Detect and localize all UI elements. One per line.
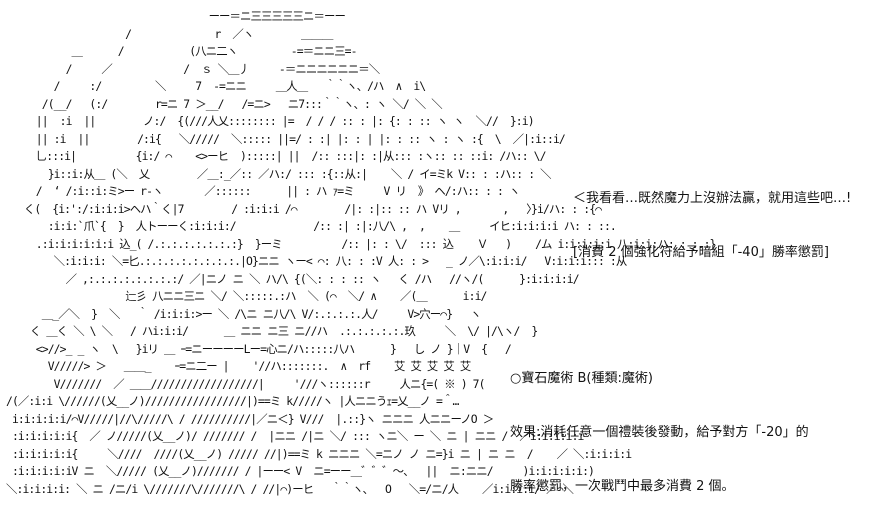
ascii-art-line: V/////> ＞ ＿＿_ ｰ=ニ二ー | '//ハ:::::::. ∧ rf … <box>6 359 472 373</box>
ascii-art-line: く( {i:':/:i:i:i>ヘハ｀く|7 / :i:i:i /⌒ /|: :… <box>6 201 602 216</box>
skill-effect-line: 勝率懲罰，一次戰鬥中最多消費 2 個。 <box>510 479 735 494</box>
ascii-art-line: .:i:i:i:i:i:i 込_( /.:.:.:.:.:.:.:} }ーミ /… <box>6 236 717 251</box>
image-canvas: ーー＝ニ三三三三三ニ＝ーー / r ／ヽ ＿＿＿ ＿ / (八ニ二ヽ -=＝ニニ… <box>6 9 852 496</box>
ascii-art-line: }i::i:从＿ (＼ 乂 ／＿:_／:: ／ハ:/ ::: :{::从:| ＼… <box>6 166 552 181</box>
ascii-art-line: || :i || ノ:/ {(///人乂:::::::: |= / / / ::… <box>6 114 535 128</box>
dialogue-line: ＜我看看…既然魔力上沒辦法贏，就用這些吧…! <box>573 191 852 206</box>
ascii-art-line: V/////// ／ ＿＿//////////////////| '///ヽ::… <box>6 376 486 391</box>
ascii-art-line: / ‘ /:i::i:ミ>ー r-ヽ ／:::::: || : ハ ｧ=ミ V … <box>6 184 521 198</box>
ascii-art-line: 辷彡 八ニニ三ニ ＼/ ＼:::::.:ハ ＼ (⌒ ＼/ ∧ ／(＿ i:i/ <box>6 289 487 303</box>
ascii-art-line: :i:i:i:i:i{ ／ ノ/////(乂__ノ)/ /////// / |ニ… <box>6 429 584 443</box>
dialogue-text: ＜我看看…既然魔力上沒辦法贏，就用這些吧…! [消費 2 個強化符給予暗組「-4… <box>573 154 851 298</box>
ascii-art-line: / r ／ヽ ＿＿＿ <box>6 26 333 41</box>
ascii-art-line: / :/ ＼ 7 -=ニニ ＿人＿ ｀｀ヽ、/ハ ∧ i\ <box>6 79 426 93</box>
ascii-art-line: ＼:i:i:i: ＼=匕.:.:.:.:.:.:.:.:.|O}ニニ ヽー< ⌒… <box>6 254 628 268</box>
ascii-art-line: /(／:i:i \//////(乂__ノ)/////////////////|)… <box>6 394 459 408</box>
ascii-art-line: /(__/ (:/ r=ニ 7 ＞__/ /=ニ> ニ7:::｀｀ヽ、: ヽ ＼… <box>6 96 443 111</box>
penalty-note: [消費 2 個強化符給予暗組「-40」勝率懲罰] <box>573 245 829 260</box>
ascii-art-line: <>//>_ _ ヽ \ }iリ ＿ ｰ=ニーーーーLー=心ニ/ハ:::::八ハ… <box>6 341 512 356</box>
ascii-art-line: :i:i:`爪`{ } 人トーーく:i:i:i:/ /:: :| :|:八/\ … <box>6 219 617 233</box>
ascii-art-line: ＿_／＼ } ＼ ｀ /i:i:i:>ー ＼ /\ニ ニ八/\ V/:.:.:.… <box>6 306 482 321</box>
ascii-art-line: ＼:i:i:i:i: ＼ ニ /ニ/i \///////\///////\ / … <box>6 481 574 496</box>
skill-card: ○寶石魔術 B(種類:魔術) 效果:消耗任意一個禮裝後發動，給予對方「-20」的… <box>510 334 809 532</box>
ascii-art-line: || :i || /:i{ ＼///// ＼::::: ||=/ : :| |:… <box>6 131 566 146</box>
skill-effect-line: 效果:消耗任意一個禮裝後發動，給予對方「-20」的 <box>510 425 809 440</box>
ascii-art-line: / ／ / ｓ ＼＿丿 -＝ニニニニニニ＝＼ <box>6 61 381 76</box>
ascii-art-line: i:i:i:i:i/⌒V/////|//\/////\ / //////////… <box>6 411 494 426</box>
ascii-art-line: :i:i:i:i:iV ニ ＼///// (乂__ノ)/////// / |ーー… <box>6 464 595 478</box>
ascii-art-line: ＿ / (八ニ二ヽ -=＝ニニ三=- <box>6 44 358 58</box>
ascii-art-line: く ＿く ＼ \ ＼ / ハi:i:i/ ＿ ニニ ニ三 ニ//ハ .:.:.:… <box>6 324 538 338</box>
ascii-art-line: 乚:::i| {i:/ ⌒ <>ーヒ ):::::| || /:: :::|: … <box>6 149 547 163</box>
skill-title: ○寶石魔術 B(種類:魔術) <box>510 371 653 386</box>
ascii-art-line: ／ ,:.:.:.:.:.:.:.:/ ／|ニノ ニ ＼ ハ/\ {(＼: : … <box>6 271 580 286</box>
ascii-art-line: ーー＝ニ三三三三三ニ＝ーー <box>6 9 346 23</box>
